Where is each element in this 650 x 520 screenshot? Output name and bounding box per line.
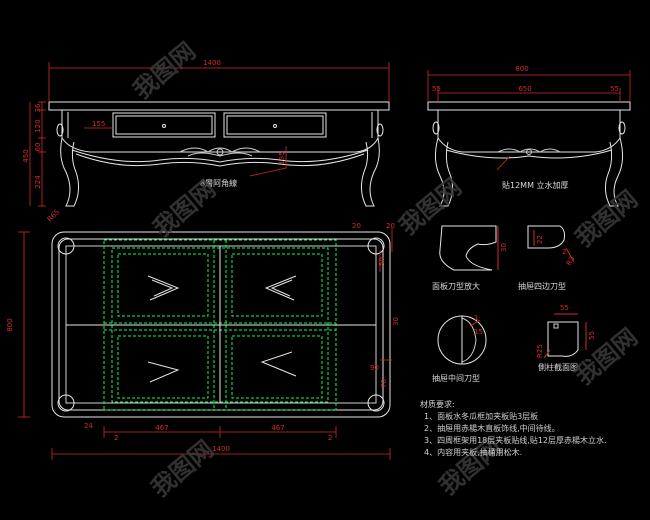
detail-drawer-edge [527, 225, 575, 263]
detail-center-dim-2: 1 [474, 314, 478, 322]
front-leg-dim: 135 [278, 151, 286, 164]
plan-width-label: 1400 [212, 445, 230, 453]
front-view [48, 101, 390, 207]
side-inner-label: 650 [518, 85, 531, 93]
plan-corner-dim-3: 50 [378, 257, 386, 266]
plan-corner-dim-9: 2 [328, 434, 332, 442]
plan-view [51, 231, 391, 418]
front-caption: 8層阿角線 [200, 178, 237, 188]
notes-line-4: 4、内容用夹板,抽桶用松木. [424, 448, 523, 457]
plan-bottom-dim-left: 467 [155, 424, 168, 432]
detail-column [543, 313, 587, 359]
plan-corner-dim-5: 70 [380, 379, 388, 388]
side-view [427, 101, 631, 207]
plan-corner-dim-6: 90 [370, 364, 379, 372]
front-segment-1: 36 [34, 103, 42, 112]
detail-top-edge-dim: 30 [500, 243, 508, 252]
detail-column-dim-2: 55 [588, 331, 596, 340]
side-right-offset: 55 [610, 85, 619, 93]
plan-corner-dim-4: 30 [392, 317, 400, 326]
front-segment-2: 120 [34, 119, 42, 132]
front-segment-4: 224 [34, 175, 42, 189]
detail-drawer-dim-1: 22 [536, 235, 544, 244]
side-view-labels: 800 650 55 55 [432, 65, 619, 93]
detail-center-dim-1: 15 [474, 328, 483, 336]
plan-view-dimensions [18, 228, 393, 460]
detail-drawer-dim-3: R3 [565, 255, 577, 267]
front-width-label: 1400 [203, 59, 221, 67]
side-left-offset: 55 [432, 85, 441, 93]
plan-corner-dim-7: 24 [84, 422, 93, 430]
detail-column-caption: 側柱截面图 [538, 362, 578, 372]
detail-drawer-center-caption: 抽屉中间刀型 [432, 373, 480, 383]
plan-corner-dim-2: 20 [386, 222, 395, 230]
plan-corner-dim-8: 2 [114, 434, 118, 442]
plan-corner-dim-1: 20 [352, 222, 361, 230]
plan-bottom-dim-right: 467 [271, 424, 284, 432]
front-view-labels: 1400 36 120 60 224 450 155 135 [22, 59, 286, 189]
side-view-dimensions [427, 70, 631, 171]
plan-depth-label: 800 [6, 318, 14, 331]
detail-drawer-center [437, 315, 487, 365]
detail-drawer-edge-caption: 抽屉四边刀型 [518, 281, 566, 291]
detail-drawer-dim-2: 2 [562, 248, 566, 256]
detail-top-edge [439, 225, 499, 271]
front-view-dimensions [29, 62, 390, 207]
detail-column-dim-3: R25 [536, 344, 544, 358]
front-total-height: 450 [22, 149, 30, 162]
front-drawer-dim: 155 [92, 120, 105, 128]
detail-column-dim-1: 55 [560, 304, 569, 312]
side-depth-label: 800 [515, 65, 528, 73]
side-caption: 貼12MM 立水加厚 [502, 180, 569, 190]
notes-line-3: 3、四周框架用18层夹板贴线,贴12层厚赤楊木立水. [424, 436, 607, 445]
detail-top-edge-caption: 面板刀型放大 [432, 281, 480, 291]
notes-title: 材质要求: [420, 400, 455, 409]
front-segment-3: 60 [34, 143, 42, 152]
notes-line-2: 2、抽屉用赤楊木直板饰线,中间待线。 [424, 424, 560, 433]
notes-line-1: 1、面板水冬瓜框加夹板贴3层板 [424, 412, 539, 421]
